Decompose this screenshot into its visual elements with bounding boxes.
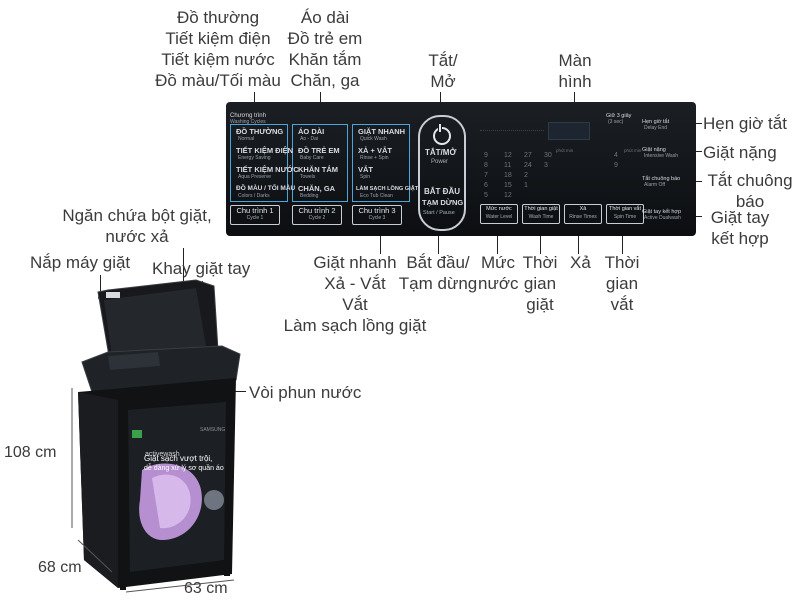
label-intensive-wash: Giặt nặng xyxy=(703,143,777,162)
machine-slogan-2: dễ dàng xử lý sơ quần áo xyxy=(144,465,224,472)
opt-quick-wash[interactable]: GIẶT NHANH xyxy=(358,127,406,136)
alarm-off-option[interactable]: Tắt chuông báo xyxy=(642,176,681,182)
label-dual-wash: Giặt tay kết hợp xyxy=(710,208,770,248)
opt-rinse-spin[interactable]: XẢ + VẮT xyxy=(358,146,392,155)
opt-bedding[interactable]: CHĂN, GA xyxy=(298,184,336,193)
time-digit: 24 xyxy=(524,162,532,169)
time-digit: 3 xyxy=(544,162,548,169)
power-label: TẮT/MỞ xyxy=(425,148,457,157)
opt-eco-tub-clean[interactable]: LÀM SẠCH LỒNG GIẶT xyxy=(356,186,419,192)
time-digit: 12 xyxy=(504,192,512,199)
opt-energy-saving[interactable]: TIẾT KIỆM ĐIỆN xyxy=(236,146,294,155)
rinse-button[interactable]: Xả Rinse Times xyxy=(564,204,602,224)
panel-header: Chương trình xyxy=(230,113,266,119)
label-power: Tắt/ Mở xyxy=(428,51,458,91)
start-label-2: TẠM DỪNG xyxy=(422,198,464,207)
wash-time-button[interactable]: Thời gian giặt Wash Time xyxy=(522,204,560,224)
display-status-icons xyxy=(480,122,544,131)
time-digit: 6 xyxy=(484,182,488,189)
cycle3-group-box xyxy=(352,124,410,202)
label-start-pause: Bắt đầu/ Tạm dừng xyxy=(398,253,478,293)
hold-note: Giữ 3 giây xyxy=(606,113,632,119)
label-rinse: Xả xyxy=(570,253,591,272)
label-water-level: Mức nước xyxy=(478,253,519,293)
time-digit: 30 xyxy=(544,152,552,159)
time-digit: 9 xyxy=(614,162,618,169)
time-digit: 1 xyxy=(524,182,528,189)
cycle2-group-box xyxy=(292,124,348,202)
time-digit: 2 xyxy=(524,172,528,179)
start-sub: Start / Pause xyxy=(423,210,455,216)
minutes-label: phút min xyxy=(624,148,642,153)
label-aodai-baby-towel-bedding: Áo dài Đồ trẻ em Khăn tắm Chăn, ga xyxy=(287,8,363,90)
label-hand-wash-tray: Khay giặt tay xyxy=(152,259,251,278)
control-panel: Chương trình Washing Cycles ĐỒ THƯỜNG No… xyxy=(226,102,696,236)
label-lid: Nắp máy giặt xyxy=(30,253,131,272)
minutes-label: phút min xyxy=(556,148,574,153)
dual-wash-option[interactable]: Giặt tay kết hợp xyxy=(642,209,682,215)
label-normal-energy-water-color: Đồ thường Tiết kiệm điện Tiết kiệm nước … xyxy=(155,8,281,90)
start-label-1: BẮT ĐẦU xyxy=(424,187,460,196)
time-digit: 7 xyxy=(484,172,488,179)
dimension-height: 108 cm xyxy=(4,444,57,461)
time-digit: 11 xyxy=(504,162,512,169)
time-digit: 18 xyxy=(504,172,512,179)
opt-aqua-preserve[interactable]: TIẾT KIỆM NƯỚC xyxy=(236,165,299,174)
opt-normal[interactable]: ĐỒ THƯỜNG xyxy=(236,127,284,136)
label-cycle3-programs: Giặt nhanh Xả - Vắt Vắt Làm sạch lồng gi… xyxy=(283,253,427,335)
time-digit: 4 xyxy=(614,152,618,159)
dimension-width: 63 cm xyxy=(184,580,228,597)
machine-slogan-1: Giặt sạch vượt trội, xyxy=(144,454,213,463)
machine-brand-text: activewash xyxy=(145,451,180,458)
label-wash-time: Thời gian giặt xyxy=(522,253,558,314)
label-delay-end: Hẹn giờ tắt xyxy=(703,114,787,133)
time-digit: 15 xyxy=(504,182,512,189)
time-digit: 8 xyxy=(484,162,488,169)
label-display: Màn hình xyxy=(558,51,592,91)
dimension-depth: 68 cm xyxy=(38,559,82,576)
power-button[interactable]: TẮT/MỞ Power BẮT ĐẦU TẠM DỪNG Start / Pa… xyxy=(418,115,466,231)
opt-baby-care[interactable]: ĐỒ TRẺ EM xyxy=(298,146,340,155)
spin-time-button[interactable]: Thời gian vắt Spin Time xyxy=(606,204,644,224)
cycle3-button[interactable]: Chu trình 3 Cycle 3 xyxy=(352,205,402,225)
time-digit: 9 xyxy=(484,152,488,159)
cycle1-button[interactable]: Chu trình 1 Cycle 1 xyxy=(230,205,280,225)
opt-towels[interactable]: KHĂN TẮM xyxy=(298,165,338,174)
time-digit: 12 xyxy=(504,152,512,159)
opt-colors-darks[interactable]: ĐỒ MÀU / TỐI MÀU xyxy=(236,185,296,192)
intensive-wash-option[interactable]: Giặt nặng xyxy=(642,147,666,153)
label-detergent-drawer: Ngăn chứa bột giặt, nước xả xyxy=(62,206,212,246)
machine-brand-side: SAMSUNG xyxy=(200,427,226,433)
label-spin-time: Thời gian vắt xyxy=(604,253,640,314)
opt-spin[interactable]: VẮT xyxy=(358,165,373,174)
cycle2-button[interactable]: Chu trình 2 Cycle 2 xyxy=(292,205,342,225)
cycle1-group-box xyxy=(230,124,288,202)
power-icon xyxy=(433,127,451,145)
delay-end-option[interactable]: Hẹn giờ tắt xyxy=(642,119,670,125)
power-sub: Power xyxy=(431,159,449,165)
water-level-button[interactable]: Mức nước Water Level xyxy=(480,204,518,224)
time-digit: 5 xyxy=(484,192,488,199)
panel-header-sub: Washing Cycles xyxy=(230,119,266,125)
label-alarm-off: Tắt chuông báo xyxy=(707,171,793,211)
time-digit: 27 xyxy=(524,152,532,159)
display-screen xyxy=(548,122,590,140)
label-water-nozzle: Vòi phun nước xyxy=(249,383,362,402)
opt-ao-dai[interactable]: ÁO DÀI xyxy=(298,127,325,136)
